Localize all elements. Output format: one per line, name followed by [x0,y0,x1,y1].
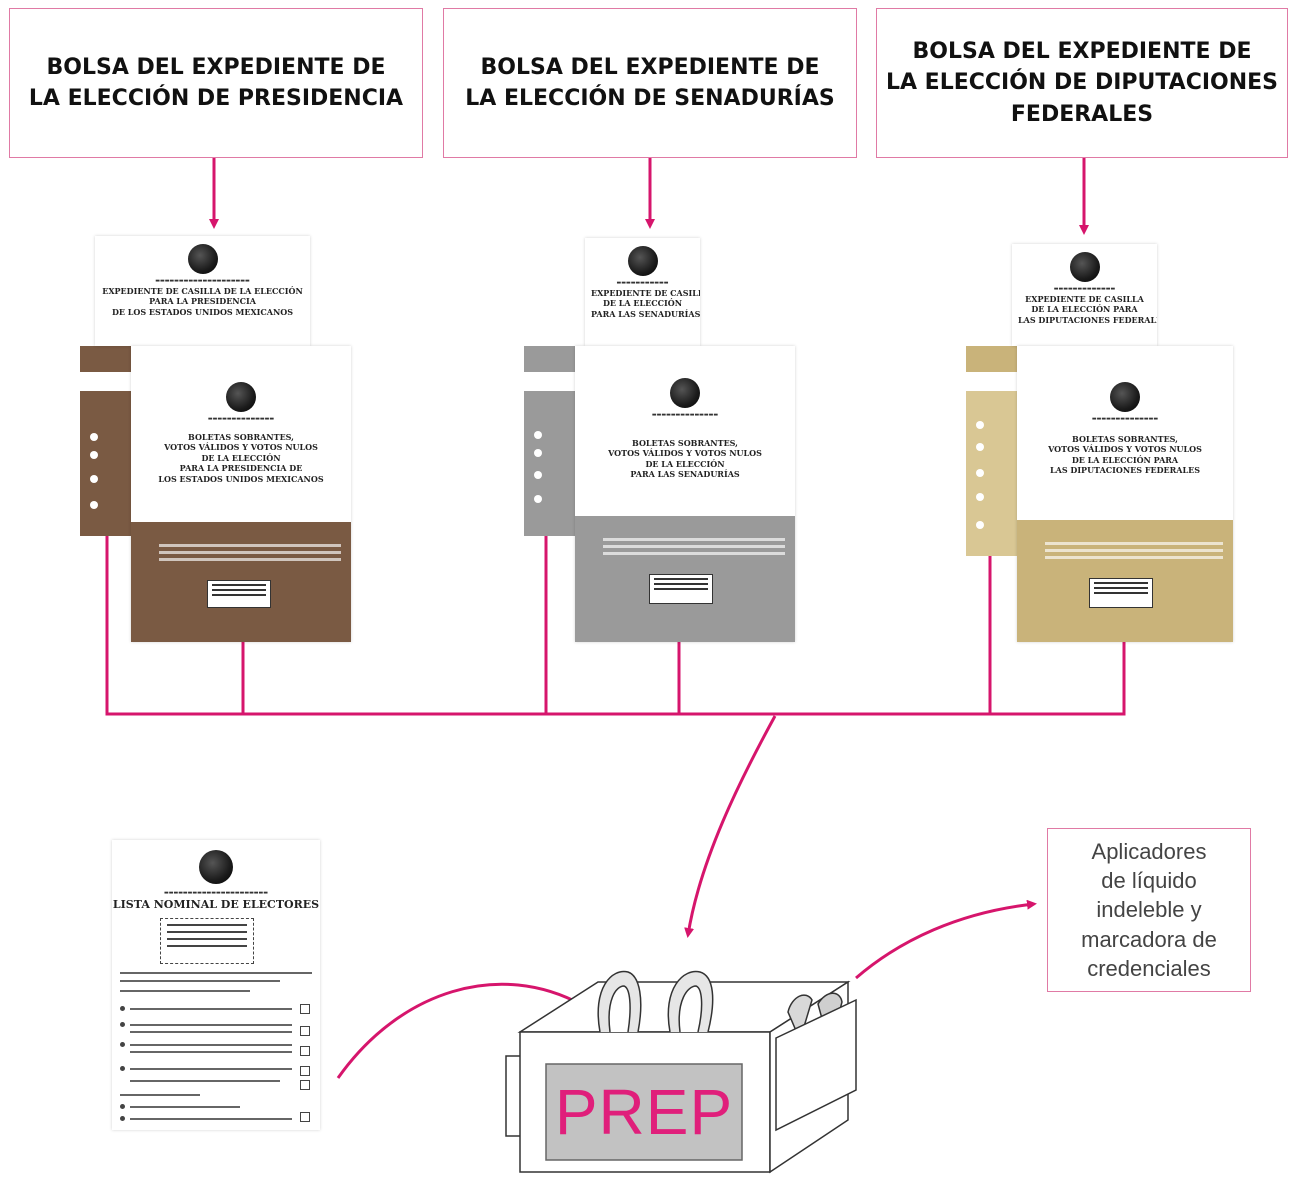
diputaciones-front-title-line-3: DE LA ELECCIÓN PARA [1071,454,1179,465]
senadurias-envelope-side [524,346,576,536]
diputaciones-expediente-document: ▬▬▬▬▬▬▬▬▬▬▬▬▬ EXPEDIENTE DE CASILLA DE L… [1012,244,1157,346]
lista-nominal-title: LISTA NOMINAL DE ELECTORES [112,898,320,911]
ine-seal-icon [627,246,658,276]
senadurias-back-title-line-3: PARA LAS SENADURÍAS [591,308,700,319]
presidencia-front-title-line-1: BOLETAS SOBRANTES, [188,432,294,442]
diputaciones-front-title-line-2: VOTOS VÁLIDOS Y VOTOS NULOS [1048,444,1202,455]
diputaciones-back-title-line-2: DE LA ELECCIÓN PARA [1031,304,1138,315]
lista-nominal-document: ▬▬▬▬▬▬▬▬▬▬▬▬▬▬▬▬▬▬▬▬▬▬ LISTA NOMINAL DE … [112,840,320,1130]
box-diputaciones-line-3: FEDERALES [1010,101,1154,127]
senadurias-front-title-line-4: PARA LAS SENADURÍAS [630,469,740,480]
senadurias-expediente-document: ▬▬▬▬▬▬▬▬▬▬▬ EXPEDIENTE DE CASILLA DE LA … [585,238,700,346]
note-line-5: credenciales [1087,955,1211,981]
presidencia-front-title-line-4: PARA LA PRESIDENCIA DE [179,463,303,474]
box-presidencia-line-2: LA ELECCIÓN DE PRESIDENCIA [28,86,404,111]
box-bolsa-senadurias: BOLSA DEL EXPEDIENTE DE LA ELECCIÓN DE S… [443,8,857,158]
diputaciones-front-title-line-1: BOLETAS SOBRANTES, [1072,434,1178,444]
presidencia-front-title-line-2: VOTOS VÁLIDOS Y VOTOS NULOS [164,442,318,453]
note-line-3: indeleble y [1096,897,1202,923]
presidencia-back-title-line-1: EXPEDIENTE DE CASILLA DE LA ELECCIÓN [102,286,303,296]
ine-seal-icon [226,382,256,412]
presidencia-front-title-line-3: DE LA ELECCIÓN [201,452,281,463]
senadurias-front-title-line-3: DE LA ELECCIÓN [645,458,725,469]
senadurias-back-title-line-1: EXPEDIENTE DE CASILLA [591,288,700,298]
presidencia-boletas-envelope: ▬▬▬▬▬▬▬▬▬▬▬▬▬▬ BOLETAS SOBRANTES, VOTOS … [131,346,351,642]
ine-seal-icon [670,378,700,408]
note-line-4: marcadora de [1081,926,1217,952]
diputaciones-boletas-envelope: ▬▬▬▬▬▬▬▬▬▬▬▬▬▬ BOLETAS SOBRANTES, VOTOS … [1017,346,1233,642]
box-senadurias-line-1: BOLSA DEL EXPEDIENTE DE [480,54,820,80]
box-presidencia-line-1: BOLSA DEL EXPEDIENTE DE [46,54,386,80]
ine-seal-icon [199,850,233,884]
presidencia-envelope-side [80,346,132,536]
prep-label: PREP [554,1076,734,1148]
senadurias-front-title-line-2: VOTOS VÁLIDOS Y VOTOS NULOS [608,448,762,459]
box-diputaciones-line-1: BOLSA DEL EXPEDIENTE DE [912,39,1252,65]
box-senadurias-line-2: LA ELECCIÓN DE SENADURÍAS [465,86,835,111]
note-line-2: de líquido [1101,868,1197,894]
ine-seal-icon [187,244,218,274]
box-bolsa-diputaciones: BOLSA DEL EXPEDIENTE DE LA ELECCIÓN DE D… [876,8,1288,158]
diputaciones-front-title-line-4: LAS DIPUTACIONES FEDERALES [1049,465,1200,476]
box-diputaciones-line-2: LA ELECCIÓN DE DIPUTACIONES [885,70,1279,96]
arrow-to-prep [684,715,777,938]
diputaciones-envelope-side [966,346,1018,556]
diputaciones-back-title-line-3: LAS DIPUTACIONES FEDERALES [1018,314,1157,325]
presidencia-back-title-line-2: PARA LA PRESIDENCIA [149,296,256,307]
senadurias-front-title-line-1: BOLETAS SOBRANTES, [632,438,738,448]
aplicadores-note-box: Aplicadores de líquido indeleble y marca… [1047,828,1251,992]
ine-seal-icon [1069,252,1100,282]
senadurias-boletas-envelope: ▬▬▬▬▬▬▬▬▬▬▬▬▬▬ BOLETAS SOBRANTES, VOTOS … [575,346,795,642]
prep-package-illustration [505,970,857,1174]
presidencia-front-title-line-5: LOS ESTADOS UNIDOS MEXICANOS [158,473,324,484]
diputaciones-back-title-line-1: EXPEDIENTE DE CASILLA [1025,294,1144,304]
presidencia-back-title-line-3: DE LOS ESTADOS UNIDOS MEXICANOS [111,306,294,317]
arrow-prep-to-note [855,899,1037,980]
ine-seal-icon [1110,382,1140,412]
note-line-1: Aplicadores [1091,838,1207,864]
arrow-lista-to-prep [336,982,585,1079]
presidencia-expediente-document: ▬▬▬▬▬▬▬▬▬▬▬▬▬▬▬▬▬▬▬▬ EXPEDIENTE DE CASIL… [95,236,310,346]
senadurias-back-title-line-2: DE LA ELECCIÓN [602,298,682,309]
box-bolsa-presidencia: BOLSA DEL EXPEDIENTE DE LA ELECCIÓN DE P… [9,8,423,158]
